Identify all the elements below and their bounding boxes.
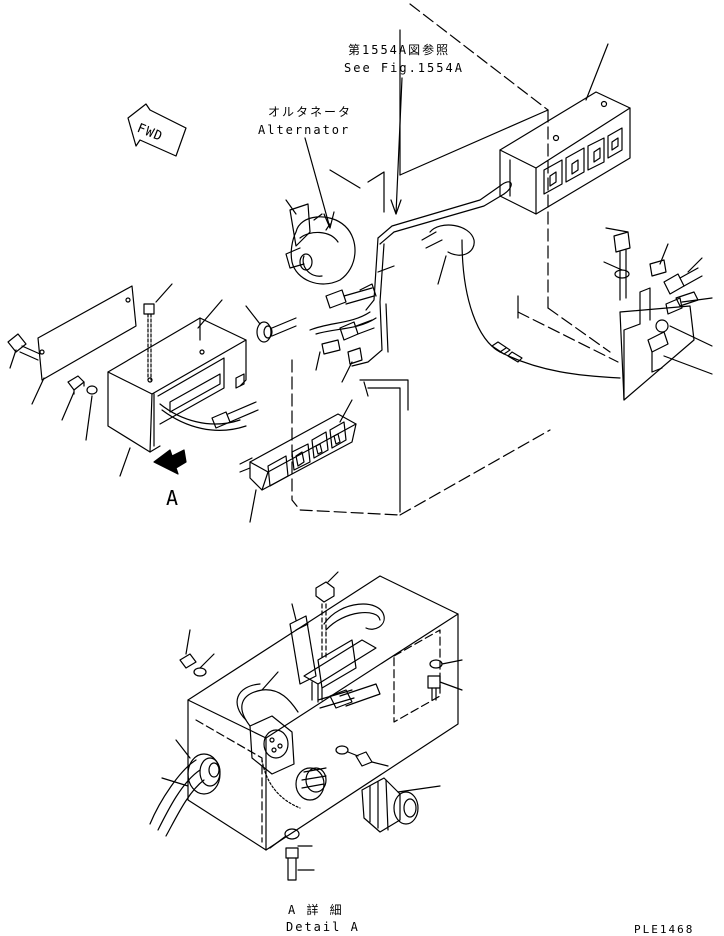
- frame-outline: [291, 3, 619, 516]
- screw-vertical: [143, 303, 155, 381]
- bolt-left-leader: [9, 349, 17, 369]
- ref-leader: [395, 77, 403, 215]
- detail-nut-left-leader: [185, 629, 191, 655]
- box-leader: [119, 447, 131, 477]
- harness-leader-2: [377, 265, 395, 273]
- detail-relay: [289, 615, 357, 701]
- nut-right: [649, 259, 667, 277]
- detail-socket: [249, 715, 295, 775]
- bolt-upper-1: [325, 287, 375, 309]
- alternator-arrow: [323, 211, 335, 229]
- alternator: [285, 203, 356, 285]
- bolt-lower: [211, 401, 259, 429]
- detail-nut-top-leader: [327, 571, 339, 583]
- ref-jp-label: 第1554A図参照: [348, 43, 451, 57]
- right-switch-panel: [499, 91, 631, 215]
- detail-washer-left: [193, 667, 207, 677]
- drawing-code-label: PLE1468: [634, 923, 695, 936]
- detail-grommet-leader: [175, 739, 191, 759]
- box-top-leader: [155, 283, 173, 303]
- grommet: [256, 317, 297, 343]
- view-a-label: A: [166, 486, 179, 510]
- fwd-arrow: [127, 103, 187, 157]
- detail-screw: [335, 745, 373, 767]
- bolt-right-2: [663, 267, 703, 295]
- right-leader-1: [605, 227, 629, 233]
- detail-bolt-right: [427, 675, 441, 701]
- detail-grommet: [149, 753, 221, 837]
- bolt-upper-2: [339, 319, 375, 341]
- bolt-right-1: [613, 231, 631, 301]
- washer-left-leader: [85, 395, 93, 441]
- detail-washer-right-leader: [441, 659, 463, 665]
- right-leader-4: [687, 257, 703, 273]
- bolt-upper-leader-2: [341, 361, 353, 383]
- cover-plate: [37, 285, 137, 381]
- nut-left-leader: [61, 391, 75, 421]
- bolt-right-3: [665, 297, 683, 315]
- bolt-upper-leader-3: [363, 381, 369, 397]
- harness-leader: [437, 255, 447, 285]
- alternator-jp-label: オルタネータ: [268, 105, 353, 119]
- lower-panel-leader: [249, 489, 257, 523]
- right-leader-7: [663, 355, 713, 375]
- washer-right-1: [614, 269, 630, 279]
- body-panel: [329, 29, 549, 513]
- wire-harness-upper: [309, 181, 621, 379]
- detail-nut-top: [315, 581, 335, 661]
- lower-switch-panel: [239, 413, 357, 491]
- right-leader-3: [659, 243, 669, 265]
- detail-relay-leader: [291, 603, 297, 621]
- detail-box: [187, 575, 459, 851]
- detail-wires: [236, 603, 385, 727]
- washer-left: [86, 385, 98, 395]
- lower-panel-leader-2: [339, 399, 353, 423]
- detail-en-label: Detail A: [286, 920, 360, 934]
- nut-left: [67, 375, 85, 395]
- right-bracket: [619, 287, 699, 401]
- bolt-left: [7, 333, 41, 361]
- grommet-leader: [245, 305, 261, 325]
- alternator-leader: [304, 137, 331, 229]
- right-panel-leader: [585, 43, 609, 101]
- detail-screw-leader: [371, 761, 389, 767]
- detail-jp-label: A 詳 細: [288, 903, 344, 917]
- detail-bolt-bottom: [285, 847, 299, 881]
- view-a-arrow: [153, 449, 187, 475]
- detail-grommet-leader-2: [161, 777, 189, 787]
- cover-plate-leader: [31, 377, 45, 405]
- box-housing-upper: [107, 317, 247, 453]
- ref-arrow: [390, 199, 402, 215]
- bolt-upper-leader: [315, 351, 321, 371]
- detail-chain: [261, 759, 301, 809]
- detail-plug: [361, 777, 441, 833]
- ref-en-label: See Fig.1554A: [344, 61, 464, 75]
- right-leader-5: [681, 297, 713, 303]
- box-mid-leader: [197, 299, 223, 329]
- alternator-en-label: Alternator: [258, 123, 351, 137]
- detail-bottom-leader-1: [269, 835, 287, 849]
- detail-bolt-right-leader: [439, 681, 463, 691]
- right-leader-6: [669, 325, 713, 347]
- bolt-upper-3: [347, 347, 363, 365]
- alt-side-leader: [285, 199, 297, 215]
- detail-cap: [295, 767, 327, 801]
- detail-mid-leader: [261, 671, 279, 691]
- right-leader-2: [603, 261, 623, 271]
- detail-washer-left-leader: [199, 653, 215, 669]
- detail-washer-bottom: [284, 828, 300, 840]
- detail-nut-left: [179, 653, 197, 669]
